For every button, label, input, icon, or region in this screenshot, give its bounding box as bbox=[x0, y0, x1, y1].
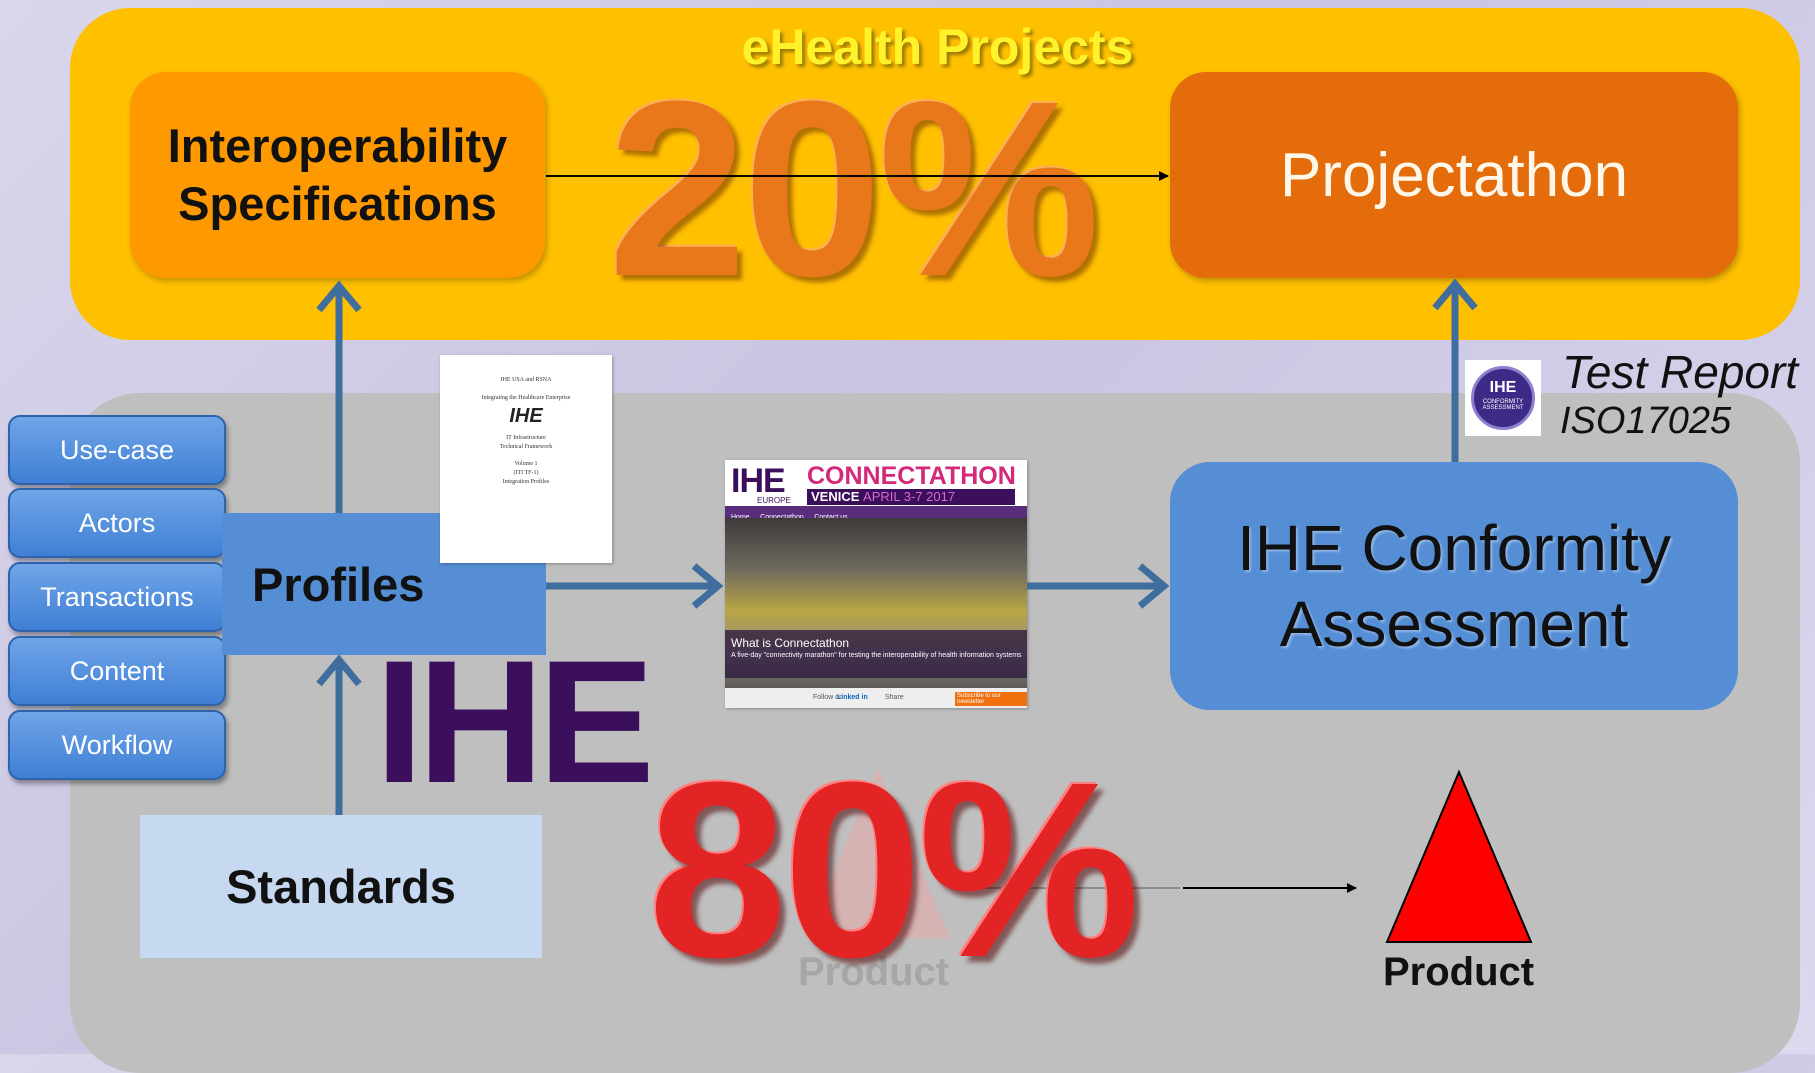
doc-line3: IT Infrastructure bbox=[506, 435, 546, 441]
connectathon-city: VENICE bbox=[811, 489, 860, 504]
badge-ihe: IHE bbox=[1489, 379, 1517, 396]
connectathon-footer: Follow on Linked in Share Subscribe to o… bbox=[725, 688, 1027, 708]
connectathon-date: APRIL 3-7 2017 bbox=[863, 489, 956, 504]
doc-ihe-logo: IHE bbox=[509, 405, 543, 427]
connectathon-caption: What is Connectathon A five-day "connect… bbox=[725, 630, 1027, 678]
tab-actors: Actors bbox=[8, 488, 226, 558]
connectathon-name: CONNECTATHON bbox=[807, 462, 1016, 490]
conformity-line2: Assessment bbox=[1279, 588, 1629, 660]
connectathon-nav-connectathon: Connectathon bbox=[760, 514, 804, 521]
standards-box: Standards bbox=[140, 815, 542, 958]
connectathon-ihe-logo: IHE bbox=[731, 462, 786, 500]
connectathon-venue-bar: VENICE APRIL 3-7 2017 bbox=[807, 489, 1015, 505]
panel-title: eHealth Projects bbox=[741, 19, 1134, 75]
spec-line1: Interoperability bbox=[167, 119, 508, 172]
projectathon-box: Projectathon bbox=[1170, 72, 1738, 278]
badge-ring: IHE CONFORMITY ASSESSMENT bbox=[1471, 366, 1535, 430]
connectathon-follow: Follow on bbox=[813, 694, 843, 701]
connectathon-nav-contact: Contact us bbox=[814, 514, 847, 521]
badge-assessment: ASSESSMENT bbox=[1482, 405, 1524, 411]
doc-line2: Integrating the Healthcare Enterprise bbox=[481, 395, 571, 401]
doc-line6: (ITI TF-1) bbox=[513, 470, 539, 476]
twenty-percent: 20% bbox=[608, 49, 1100, 328]
spec-line2: Specifications bbox=[178, 177, 497, 230]
ghost-product-label: Product bbox=[798, 950, 950, 994]
connectathon-header: IHE EUROPE CONNECTATHON VENICE APRIL 3-7… bbox=[725, 460, 1027, 506]
tab-content: Content bbox=[8, 636, 226, 706]
tab-workflow: Workflow bbox=[8, 710, 226, 780]
connectathon-share: Share bbox=[885, 694, 904, 701]
eighty-percent: 80% bbox=[648, 730, 1140, 1009]
test-report-label: Test Report bbox=[1562, 346, 1799, 398]
connectathon-subscribe: Subscribe to our newsletter bbox=[955, 692, 1027, 706]
connectathon-nav-home: Home bbox=[731, 514, 750, 521]
connectathon-caption-sub: A five-day "connectivity marathon" for t… bbox=[731, 652, 1022, 659]
connectathon-caption-title: What is Connectathon bbox=[731, 636, 850, 650]
badge-conformity: CONFORMITY bbox=[1482, 399, 1524, 405]
conformity-assessment-badge: IHE CONFORMITY ASSESSMENT bbox=[1465, 360, 1541, 436]
doc-line4: Technical Framework bbox=[499, 444, 553, 450]
connectathon-europe: EUROPE bbox=[757, 496, 791, 505]
connectathon-website-screenshot: IHE EUROPE CONNECTATHON VENICE APRIL 3-7… bbox=[725, 460, 1027, 708]
doc-line1: IHE USA and RSNA bbox=[500, 377, 552, 383]
tab-transactions: Transactions bbox=[8, 562, 226, 632]
connectathon-nav: Home Connectathon Contact us bbox=[725, 506, 1027, 521]
ihe-logo: IHE bbox=[375, 625, 655, 820]
tab-use-case: Use-case bbox=[8, 415, 226, 485]
doc-line7: Integration Profiles bbox=[502, 479, 550, 485]
conformity-line1: IHE Conformity bbox=[1237, 512, 1671, 584]
technical-framework-document: IHE USA and RSNA Integrating the Healthc… bbox=[440, 355, 612, 563]
connectathon-linkedin: Linked in bbox=[837, 694, 868, 701]
product-label: Product bbox=[1383, 950, 1535, 994]
iso-standard-label: ISO17025 bbox=[1560, 400, 1732, 442]
doc-line5: Volume 1 bbox=[514, 461, 538, 467]
